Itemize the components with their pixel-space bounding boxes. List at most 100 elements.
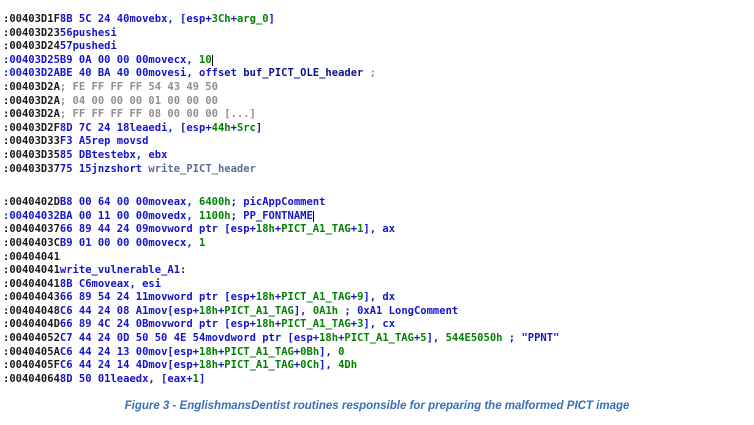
value-token: 18h: [255, 318, 275, 331]
code-token: dword ptr [esp+: [224, 332, 320, 345]
value-token: arg_0: [236, 13, 269, 25]
opcode-bytes: B9 0A 00 00 00: [59, 53, 149, 66]
value-token: PICT_A1_TAG: [224, 345, 294, 358]
asm-line[interactable]: :00403D2A; FF FF FF FF 08 00 00 00 [...]: [3, 108, 754, 122]
operand: edx, [eax+1]: [129, 373, 205, 385]
mnemonic: lea: [110, 372, 130, 385]
opcode-bytes: B8 00 64 00 00: [59, 196, 149, 209]
value-token: 1: [199, 236, 206, 249]
value-token: 18h: [199, 304, 218, 317]
asm-line[interactable]: :0040402DB8 00 64 00 00moveax, 6400h; pi…: [3, 196, 754, 210]
code-token: +: [413, 332, 421, 345]
operand: eax, 6400h: [167, 196, 230, 208]
value-token: 1: [357, 223, 364, 236]
value-token: Src: [236, 121, 256, 134]
asm-line[interactable]: :00403D3775 15jnzshort write_PICT_header: [3, 163, 754, 177]
code-token: edi, [esp+: [148, 121, 212, 134]
asm-line[interactable]: :0040405FC6 44 24 14 4Dmov[esp+18h+PICT_…: [3, 359, 754, 373]
mnemonic: mov: [148, 304, 168, 317]
asm-line[interactable]: :00404052C7 44 24 0D 50 50 4E 54movdword…: [3, 332, 754, 346]
opcode-bytes: B9 01 00 00 00: [59, 236, 149, 249]
value-token: 44h: [211, 121, 231, 134]
operand: ebx, [esp+3Ch+arg_0]: [148, 13, 274, 25]
asm-line[interactable]: :004040418B C6moveax, esi: [3, 278, 754, 292]
address: :00404037: [3, 223, 60, 236]
code-token: esi: [97, 26, 117, 39]
code-token: ], cx: [363, 318, 396, 331]
asm-line[interactable]: :00404041write_vulnerable_A1:: [3, 264, 754, 278]
mnemonic: mov: [148, 196, 168, 209]
value-token: 0Bh: [300, 345, 320, 358]
mnemonic: mov: [148, 291, 168, 304]
code-token: ],: [293, 304, 313, 317]
code-token: esi, offset: [167, 67, 244, 80]
address: :00404052: [3, 332, 60, 345]
operand: edx, 1100h: [167, 210, 230, 222]
asm-block-2: :0040402DB8 00 64 00 00moveax, 6400h; pi…: [3, 196, 754, 386]
value-token: 18h: [199, 345, 218, 358]
operand: word ptr [esp+18h+PICT_A1_TAG+3], cx: [167, 318, 395, 330]
opcode-bytes: C7 44 24 0D 50 50 4E 54: [59, 332, 206, 345]
asm-line[interactable]: :00403D2F8D 7C 24 18leaedi, [esp+44h+Src…: [3, 122, 754, 136]
asm-line[interactable]: :00404041: [3, 251, 754, 265]
mnemonic: mov: [205, 332, 225, 345]
asm-line[interactable]: :00403D2ABE 40 BA 40 00movesi, offset bu…: [3, 67, 754, 81]
value-token: PICT_A1_TAG: [224, 359, 294, 372]
mnemonic: push: [72, 40, 98, 53]
opcode-bytes: 75 15: [59, 162, 92, 175]
code-token: word ptr [esp+: [167, 318, 256, 331]
asm-line[interactable]: :00403D1F8B 5C 24 40movebx, [esp+3Ch+arg…: [3, 13, 754, 27]
disassembly-listing: :00403D1F8B 5C 24 40movebx, [esp+3Ch+arg…: [3, 13, 754, 386]
opcode-bytes: 66 89 54 24 11: [59, 291, 149, 304]
address: :00403D2F: [3, 121, 60, 134]
asm-line[interactable]: :00404032BA 00 11 00 00movedx, 1100h; PP…: [3, 210, 754, 224]
comment: ; FF FF FF FF 08 00 00 00 [...]: [60, 108, 256, 120]
operand: [esp+18h+PICT_A1_TAG], 0A1h ; 0xA1 LongC…: [167, 305, 458, 317]
mnemonic: mov: [148, 223, 168, 236]
asm-line[interactable]: :00403D2356pushesi: [3, 27, 754, 41]
code-token: [esp+: [167, 304, 199, 317]
comment: ; PP_FONTNAME: [231, 210, 313, 222]
opcode-bytes: F3 A5: [59, 135, 92, 148]
asm-line[interactable]: :00403D33F3 A5rep movsd: [3, 135, 754, 149]
address: :00403D23: [3, 26, 60, 39]
operand: [esp+18h+PICT_A1_TAG+0Ch], 4Dh: [167, 359, 357, 371]
asm-line[interactable]: :004040648D 50 01leaedx, [eax+1]: [3, 373, 754, 387]
address: :00404032: [3, 209, 60, 222]
code-token: ], dx: [363, 291, 396, 304]
value-token: 18h: [199, 359, 218, 372]
asm-line[interactable]: :00403D25B9 0A 00 00 00movecx, 10: [3, 54, 754, 68]
code-token: +: [274, 223, 282, 236]
asm-line[interactable]: :00403D2A; FE FF FF FF 54 43 49 50: [3, 81, 754, 95]
address: :00404041: [3, 277, 60, 290]
opcode-bytes: BE 40 BA 40 00: [59, 67, 149, 80]
asm-line[interactable]: :0040404366 89 54 24 11movword ptr [esp+…: [3, 291, 754, 305]
asm-line[interactable]: :00404048C6 44 24 08 A1mov[esp+18h+PICT_…: [3, 305, 754, 319]
asm-line[interactable]: :00403D3585 DBtestebx, ebx: [3, 149, 754, 163]
operand: word ptr [esp+18h+PICT_A1_TAG+1], ax: [167, 223, 395, 235]
asm-line[interactable]: :0040405AC6 44 24 13 00mov[esp+18h+PICT_…: [3, 346, 754, 360]
value-token: 18h: [255, 223, 275, 236]
code-token: +: [293, 345, 301, 358]
asm-line[interactable]: :0040403CB9 01 00 00 00movecx, 1: [3, 237, 754, 251]
opcode-bytes: C6 44 24 08 A1: [59, 304, 149, 317]
address: :0040403C: [3, 236, 60, 249]
comment-token: ; FF FF FF FF 08 00 00 00 [...]: [59, 108, 256, 121]
mnemonic: push: [72, 26, 98, 39]
opcode-bytes: 8D 7C 24 18: [59, 121, 130, 134]
asm-line[interactable]: :0040403766 89 44 24 09movword ptr [esp+…: [3, 223, 754, 237]
code-token: eax,: [167, 196, 199, 209]
symbol-token: write_PICT_header: [148, 162, 256, 175]
comment: ; FE FF FF FF 54 43 49 50: [60, 81, 218, 93]
asm-line[interactable]: :00403D2A; 04 00 00 00 01 00 00 00: [3, 95, 754, 109]
mnemonic: mov: [148, 209, 168, 222]
address: :00404043: [3, 291, 60, 304]
address: :00403D35: [3, 148, 60, 161]
value-token: 18h: [319, 332, 339, 345]
mnemonic: test: [91, 148, 117, 161]
asm-line[interactable]: :00403D2457pushedi: [3, 40, 754, 54]
address: :00403D24: [3, 40, 60, 53]
asm-line[interactable]: :0040404D66 89 4C 24 0Bmovword ptr [esp+…: [3, 318, 754, 332]
value-token: PICT_A1_TAG: [344, 332, 414, 345]
address: :00403D2A: [3, 67, 60, 80]
